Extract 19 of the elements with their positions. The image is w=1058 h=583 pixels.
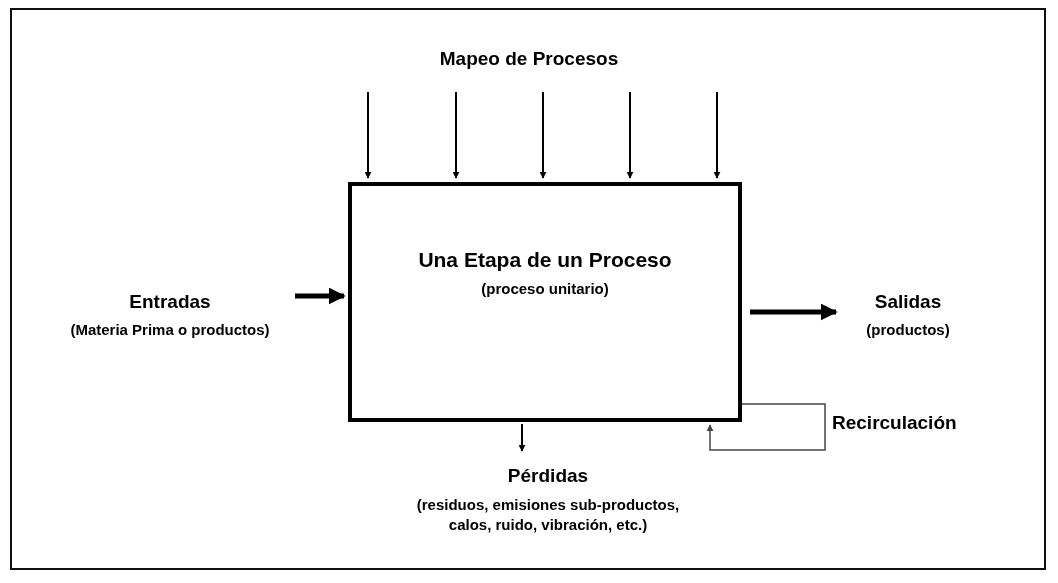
node-title: Salidas — [874, 289, 942, 314]
arrow — [295, 287, 346, 305]
node-title: Entradas — [129, 289, 211, 314]
arrow — [706, 403, 826, 451]
arrow — [750, 303, 838, 321]
arrow — [364, 91, 372, 179]
node-description: (residuos, emisiones sub-productos, calos, ruido, vibración, etc.) — [415, 495, 681, 536]
node-description: (productos) — [866, 320, 950, 341]
arrow — [452, 91, 460, 179]
arrow — [539, 91, 547, 179]
node-title: Pérdidas — [507, 464, 589, 489]
arrow — [626, 91, 634, 179]
node-title: Una Etapa de un Proceso — [418, 247, 672, 273]
heading-label: Mapeo de Procesos — [439, 48, 619, 70]
node-description: (proceso unitario) — [481, 279, 609, 300]
arrow — [518, 423, 526, 452]
process-box — [348, 182, 742, 422]
node-description: (Materia Prima o productos) — [70, 320, 270, 341]
arrow — [713, 91, 721, 179]
